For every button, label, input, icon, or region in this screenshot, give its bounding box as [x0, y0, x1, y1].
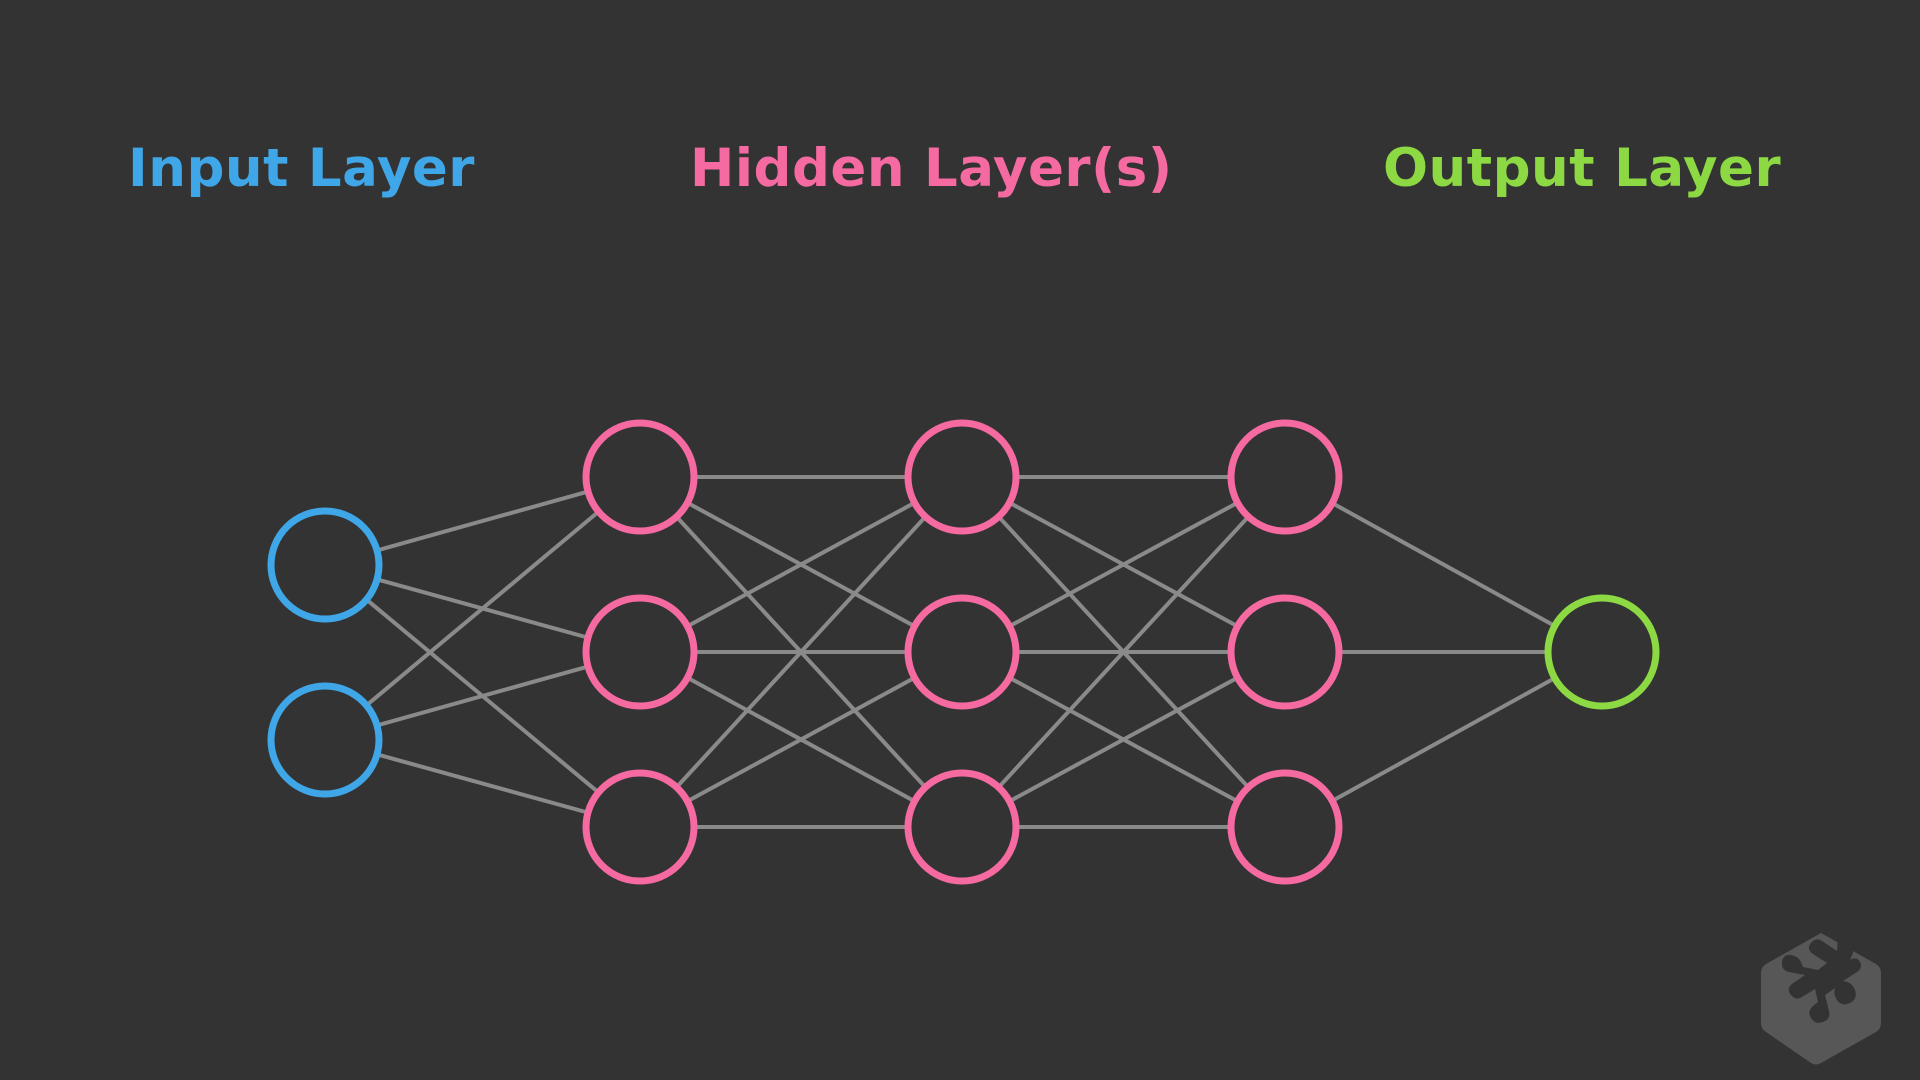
- connection-line: [364, 509, 601, 708]
- brand-watermark-logo: [1761, 930, 1881, 1065]
- neuron-hidden-h2_3[interactable]: [904, 769, 1020, 885]
- connection-line: [375, 489, 590, 553]
- connection-line: [1007, 500, 1240, 629]
- output-layer-label: Output Layer: [1383, 138, 1782, 199]
- neuron-input-i1[interactable]: [267, 507, 383, 623]
- input-layer-label: Input Layer: [128, 138, 475, 199]
- connection-line: [1007, 675, 1240, 804]
- neuron-hidden-h3_3[interactable]: [1227, 769, 1343, 885]
- connection-edges: [364, 475, 1557, 829]
- connection-line: [1330, 676, 1557, 803]
- connection-line: [375, 664, 590, 728]
- connection-line: [996, 514, 1251, 790]
- neuron-nodes: [267, 419, 1660, 885]
- connection-line: [685, 675, 917, 804]
- neuron-hidden-h1_1[interactable]: [582, 419, 698, 535]
- connection-line: [375, 752, 590, 815]
- connection-line: [1330, 501, 1557, 628]
- neuron-hidden-h3_2[interactable]: [1227, 594, 1343, 710]
- neuron-hidden-h2_2[interactable]: [904, 594, 1020, 710]
- neuron-icon: [1781, 930, 1861, 1023]
- neuron-hidden-h1_2[interactable]: [582, 594, 698, 710]
- hidden-layer-label: Hidden Layer(s): [690, 138, 1173, 199]
- neuron-hidden-h3_1[interactable]: [1227, 419, 1343, 535]
- neuron-hidden-h2_1[interactable]: [904, 419, 1020, 535]
- connection-line: [685, 500, 917, 629]
- neuron-hidden-h1_3[interactable]: [582, 769, 698, 885]
- connection-line: [674, 514, 928, 790]
- neuron-output-o1[interactable]: [1544, 594, 1660, 710]
- neuron-input-i2[interactable]: [267, 682, 383, 798]
